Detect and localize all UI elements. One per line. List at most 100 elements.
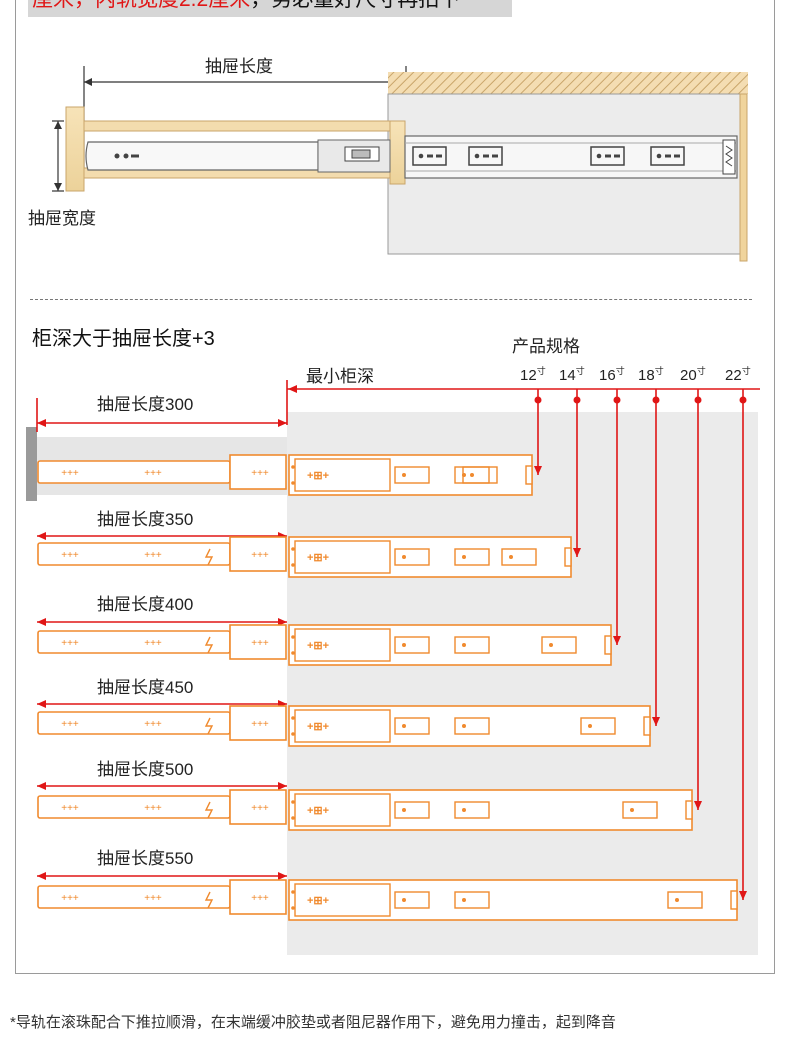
row-1: ++++++++++⊞+ <box>36 389 542 496</box>
section-divider <box>30 299 752 300</box>
section-title: 柜深大于抽屉长度+3 <box>32 328 215 350</box>
cabinet-area <box>26 412 758 955</box>
mounting-slot <box>454 801 490 819</box>
length-arrowhead-right <box>278 782 287 790</box>
spec-arrowhead <box>534 466 542 475</box>
spec-dot <box>652 396 660 404</box>
mounting-slot <box>454 548 490 566</box>
mounting-slot <box>667 891 703 909</box>
length-arrowhead-left <box>37 532 46 540</box>
inner-rail <box>85 139 391 173</box>
mounting-slot <box>454 891 490 909</box>
row-label-4: 抽屉长度450 <box>97 678 194 697</box>
length-arrowhead-left <box>37 872 46 880</box>
min-depth-arrowhead <box>288 385 297 393</box>
row-label-3: 抽屉长度400 <box>97 595 194 614</box>
break-mark <box>204 717 214 735</box>
drawer-width-label: 抽屉宽度 <box>28 209 96 228</box>
length-arrowhead-left <box>37 782 46 790</box>
length-arrowhead-left <box>37 419 46 427</box>
spec-label-14: 14寸 <box>559 366 585 384</box>
outer-rail <box>288 705 651 747</box>
row-6: +++ +++ +++ +⊞+ <box>37 389 747 921</box>
drawer-length-label: 抽屉长度 <box>205 57 273 76</box>
banner-red-text: 厘米，内轨宽度2.2厘米 <box>32 0 250 11</box>
row-5: +++ +++ +++ +⊞+ <box>37 389 702 831</box>
product-spec-label: 产品规格 <box>512 337 580 356</box>
drawer-side <box>65 106 406 192</box>
rail-holes: +++ <box>144 719 162 730</box>
spec-dot <box>694 396 702 404</box>
rail-holes: +++ <box>144 550 162 561</box>
rail-holes: +++ <box>144 893 162 904</box>
row-2: ++++++++++⊞+ <box>37 389 581 578</box>
rail-holes: +++ <box>251 638 269 649</box>
row-label-6: 抽屉长度550 <box>97 849 194 868</box>
rail-holes: +++ <box>61 638 79 649</box>
spec-label-22: 22寸 <box>725 366 751 384</box>
carriage-holes: +⊞+ <box>307 640 329 652</box>
outer-rail <box>288 789 693 831</box>
footnote: *导轨在滚珠配合下推拉顺滑，在末端缓冲胶垫或者阻尼器作用下，避免用力撞击，起到降… <box>10 1014 616 1031</box>
break-mark <box>204 636 214 654</box>
outer-rail-carriage <box>294 793 391 827</box>
drawer-width-dimension <box>52 120 64 192</box>
mounting-slot <box>622 801 658 819</box>
break-mark <box>204 548 214 566</box>
rail-end-stop <box>685 800 693 820</box>
carriage-holes: +⊞+ <box>307 805 329 817</box>
mounting-slot <box>394 548 430 566</box>
spec-label-16: 16寸 <box>599 366 625 384</box>
content-frame <box>15 0 775 974</box>
rail-holes: +++ <box>251 550 269 561</box>
mounting-slot <box>394 717 430 735</box>
rail-end-stop <box>643 716 651 736</box>
rail-holes: +++ <box>144 468 162 479</box>
outer-rail-carriage <box>294 458 391 492</box>
length-arrowhead-right <box>278 872 287 880</box>
mounting-slot <box>501 548 537 566</box>
mounting-slot <box>394 466 430 484</box>
carriage-holes: +⊞+ <box>307 895 329 907</box>
spec-label-18: 18寸 <box>638 366 664 384</box>
spec-arrowhead <box>694 801 702 810</box>
break-mark <box>204 801 214 819</box>
mounting-slot <box>394 891 430 909</box>
rail-holes: +++ <box>61 550 79 561</box>
rail-holes: +++ <box>251 803 269 814</box>
inner-rail-clip <box>229 454 287 490</box>
row-label-2: 抽屉长度350 <box>97 510 194 529</box>
mounting-slot <box>454 636 490 654</box>
rail-holes: +++ <box>251 468 269 479</box>
outer-rail <box>288 536 572 578</box>
rail-holes: +++ <box>61 893 79 904</box>
outer-rail-carriage <box>294 709 391 743</box>
outer-rail-carriage <box>294 628 391 662</box>
row-4: +++ +++ +++ +⊞+ <box>37 389 660 747</box>
mounting-slot <box>394 801 430 819</box>
rail-holes: +++ <box>61 719 79 730</box>
length-arrowhead-left <box>37 618 46 626</box>
inner-rail-clip <box>229 879 287 915</box>
rail-holes: +++ <box>251 719 269 730</box>
spec-arrowhead <box>652 717 660 726</box>
outer-rail <box>288 879 738 921</box>
spec-dot <box>613 396 621 404</box>
banner-dark-text: ，务必量好尺寸再拍下 <box>250 0 460 11</box>
outer-rail <box>288 624 612 666</box>
row-3: +++ +++ +++ +⊞+ <box>37 389 621 666</box>
outer-rail-carriage <box>294 540 391 574</box>
inner-rail-clip <box>229 705 287 741</box>
slide-spec-diagram: ++++++++++⊞+++++++++++⊞+++++++++++⊞+++++… <box>36 380 760 921</box>
rail-holes: +++ <box>144 638 162 649</box>
carriage-holes: +⊞+ <box>307 721 329 733</box>
spec-label-20: 20寸 <box>680 366 706 384</box>
row-label-1: 抽屉长度300 <box>97 395 194 414</box>
outer-rail <box>404 135 738 179</box>
rail-holes: +++ <box>251 893 269 904</box>
rail-end-stop <box>604 635 612 655</box>
inner-rail-clip <box>229 536 287 572</box>
spec-dot <box>573 396 581 404</box>
spec-dot <box>534 396 542 404</box>
